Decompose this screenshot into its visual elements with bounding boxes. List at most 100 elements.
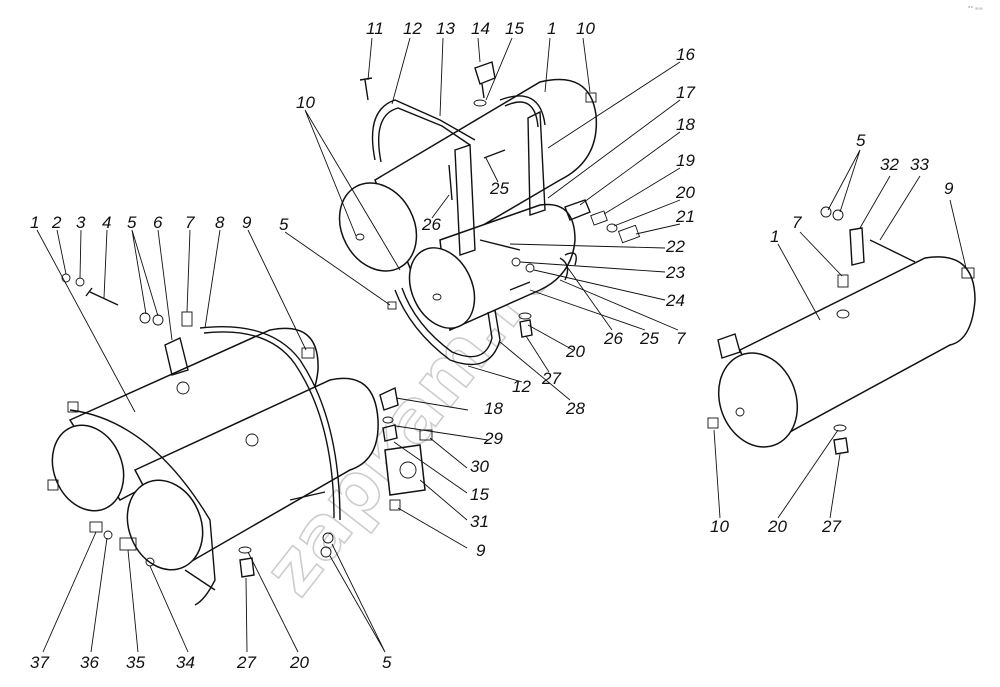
callout-28: 28 [565, 399, 585, 418]
washer-5-bottom [320, 546, 332, 558]
callout-36: 36 [80, 653, 99, 672]
lower-strap-inner [401, 287, 493, 358]
fitting-29 [382, 424, 398, 442]
strap-33 [869, 239, 916, 263]
seal-ring-15 [473, 99, 487, 107]
callout-23: 23 [665, 263, 685, 282]
plug-27-mid [519, 319, 533, 338]
pipe-lower [69, 409, 216, 606]
callout-24: 24 [665, 291, 685, 310]
nut-5-top [387, 301, 397, 310]
nut-5-left [139, 312, 151, 324]
fitting-30 [419, 429, 433, 441]
corner-mark: °° ∞∞ [968, 6, 983, 12]
callout-25: 25 [639, 329, 659, 348]
callout-4: 4 [102, 213, 111, 232]
upper-tank-plug [355, 233, 365, 241]
callout-20: 20 [675, 183, 695, 202]
callout-3: 3 [76, 213, 86, 232]
callout-20: 20 [565, 342, 585, 361]
nut-9-right [961, 267, 975, 279]
seal-20-left [238, 546, 252, 554]
top-receiver-assembly [338, 61, 641, 366]
seal-20-mid [518, 312, 532, 320]
valve-21 [617, 224, 641, 244]
callout-27: 27 [541, 369, 561, 388]
upper-strap-right-inner [504, 101, 539, 128]
callout-30: 30 [470, 457, 489, 476]
callout-27: 27 [821, 517, 841, 536]
callout-1: 1 [547, 19, 556, 38]
callout-15: 15 [470, 485, 489, 504]
bolt-4 [85, 287, 119, 306]
callout-21: 21 [675, 207, 695, 226]
seal-20-top [606, 223, 618, 233]
fitting-left-side [47, 479, 59, 491]
callout-37: 37 [30, 653, 49, 672]
callout-34: 34 [176, 653, 195, 672]
callout-10: 10 [710, 517, 729, 536]
bolt-22 [479, 239, 521, 251]
callout-20: 20 [767, 517, 787, 536]
leader-lines [36, 37, 967, 653]
callout-6: 6 [153, 213, 163, 232]
callout-18: 18 [676, 115, 695, 134]
callout-18: 18 [484, 399, 503, 418]
callout-17: 17 [676, 83, 695, 102]
callout-8: 8 [215, 213, 225, 232]
bracket-right-left [717, 333, 741, 359]
valve-31 [384, 444, 426, 496]
callout-7: 7 [676, 329, 686, 348]
callout-1: 1 [30, 213, 39, 232]
callout-10: 10 [576, 19, 595, 38]
seal-36 [103, 530, 113, 540]
plug-7-right [837, 274, 849, 288]
bracket-32 [849, 227, 865, 266]
strap-hook-26 [564, 252, 577, 266]
callout-19: 19 [676, 151, 695, 170]
bracket-6 [164, 337, 189, 376]
nut-37 [89, 521, 103, 533]
plug-7-left [181, 311, 193, 327]
upper-strap-right [499, 95, 546, 126]
bolt-25-lower [509, 281, 531, 291]
pipe-fitting [289, 491, 326, 501]
callout-20: 20 [289, 653, 309, 672]
right-tank-body [739, 256, 976, 442]
drain-valve-14 [474, 61, 496, 99]
elbow-fitting-18 [564, 199, 591, 221]
cotter-pin-26 [448, 164, 453, 201]
callout-11: 11 [366, 19, 384, 38]
callout-26: 26 [421, 215, 441, 234]
left-double-receiver-assembly [47, 273, 433, 606]
right-receiver-assembly [707, 206, 976, 455]
right-tank-port [836, 309, 850, 319]
callout-13: 13 [436, 19, 455, 38]
right-tank-end-cap [717, 352, 799, 448]
callout-9: 9 [476, 541, 486, 560]
lower-strap [394, 289, 501, 366]
front-tank-end-cap [126, 479, 204, 571]
valve-31-port [399, 461, 417, 479]
rear-tank-port [176, 381, 190, 395]
lower-tank-end-cap [408, 247, 476, 329]
nut-5-right [820, 206, 832, 218]
callout-1: 1 [770, 227, 779, 246]
callout-22: 22 [665, 237, 685, 256]
callout-31: 31 [470, 512, 489, 531]
callout-32: 32 [880, 155, 899, 174]
callout-29: 29 [483, 429, 503, 448]
lower-tank-plug [432, 293, 442, 301]
callout-5: 5 [279, 215, 289, 234]
callout-7: 7 [792, 213, 802, 232]
upper-strap-left-inner [378, 107, 471, 163]
nut-9-valve [389, 499, 401, 511]
callout-5: 5 [382, 653, 392, 672]
callout-35: 35 [126, 653, 145, 672]
callout-5: 5 [127, 213, 137, 232]
bolt-25 [483, 149, 506, 159]
hose-8-inner [203, 331, 335, 519]
bracket-left [454, 144, 476, 256]
washer-3 [75, 277, 85, 287]
callout-labels: 11 12 13 14 15 1 10 16 17 10 18 19 20 21… [30, 19, 954, 672]
